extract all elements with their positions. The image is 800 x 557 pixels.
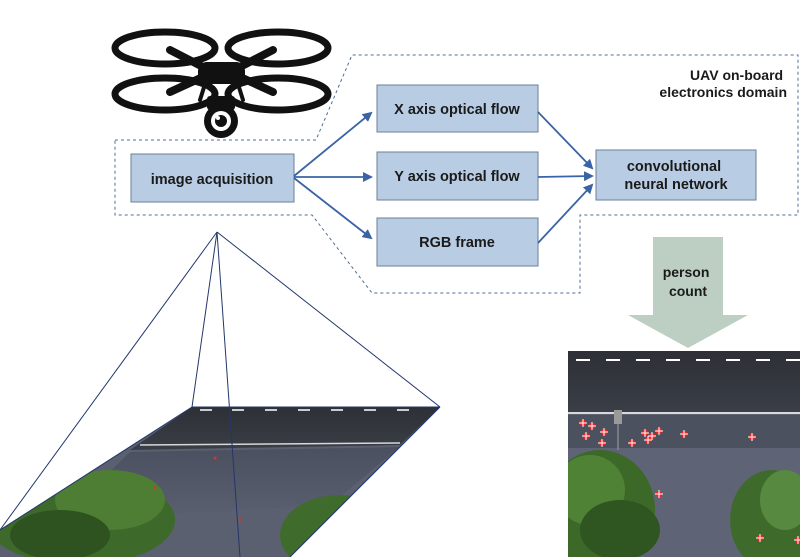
camera-icon: [204, 96, 238, 138]
arrow-yflow-to-cnn: [537, 171, 594, 182]
person-marker: [598, 439, 606, 447]
rgb-frame-box: RGB frame: [376, 217, 539, 267]
person-marker: [648, 432, 656, 440]
y-optical-flow-box: Y axis optical flow: [376, 151, 539, 201]
svg-text:Y axis optical flow: Y axis optical flow: [394, 169, 520, 185]
person-marker: [680, 430, 688, 438]
person-marker: [579, 419, 587, 427]
cnn-box: convolutional neural network: [595, 149, 757, 201]
person-marker: [655, 427, 663, 435]
svg-text:person count: person count: [663, 264, 714, 299]
arrow-acq-to-rgb: [293, 177, 373, 240]
image-acquisition-box: image acquisition: [130, 153, 295, 203]
person-marker: [628, 439, 636, 447]
person-marker: [748, 433, 756, 441]
drone-icon: [111, 28, 332, 114]
person-marker: [644, 436, 652, 444]
person-marker: [641, 429, 649, 437]
person-marker: [600, 428, 608, 436]
x-optical-flow-box: X axis optical flow: [376, 84, 539, 133]
arrow-acq-to-xflow: [293, 111, 373, 177]
svg-text:X axis optical flow: X axis optical flow: [394, 102, 520, 118]
svg-text:RGB frame: RGB frame: [419, 235, 495, 251]
svg-text:convolutional neural net: convolutional neural network: [624, 159, 728, 193]
person-count-arrow: person count: [628, 237, 748, 348]
onboard-domain-boundary: [114, 54, 799, 294]
person-marker: [582, 432, 590, 440]
person-marker: [756, 534, 764, 542]
domain-label: UAV on-board electronics domain: [659, 67, 787, 100]
arrow-rgb-to-cnn: [537, 183, 594, 244]
aerial-ground-view: [0, 407, 440, 557]
person-marker: [655, 490, 663, 498]
person-marker: [794, 536, 800, 544]
camera-view-frustum: [0, 231, 441, 557]
svg-text:image acquisition: image acquisition: [151, 172, 273, 188]
arrow-xflow-to-cnn: [537, 111, 594, 170]
annotated-output-frame: [568, 351, 800, 557]
person-marker: [588, 422, 596, 430]
person-markers: [579, 419, 800, 544]
